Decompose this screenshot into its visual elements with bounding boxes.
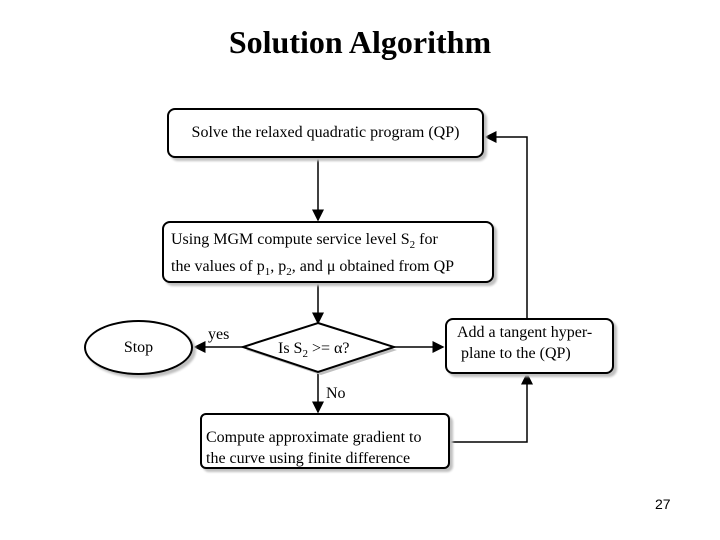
gradient-text-line2: the curve using finite difference xyxy=(206,450,411,467)
decision-text: Is S2 >= α? xyxy=(278,340,350,361)
edge-label-no: No xyxy=(326,385,346,402)
arrow-gradient-to-tangent xyxy=(450,372,533,443)
mgm-compute-box: Using MGM compute service level S2 for t… xyxy=(162,221,494,283)
arrow-tangent-to-qp xyxy=(484,131,528,318)
edge-label-yes: yes xyxy=(208,326,230,343)
page-title: Solution Algorithm xyxy=(228,24,492,60)
solve-qp-text: Solve the relaxed quadratic program (QP) xyxy=(191,124,460,141)
gradient-text-line1: Compute approximate gradient to xyxy=(206,429,422,446)
stop-text: Stop xyxy=(123,338,154,356)
mgm-text-line1: Using MGM compute service level S2 for xyxy=(171,231,438,252)
page-number: 27 xyxy=(655,496,671,512)
tangent-text-line2: plane to the (QP) xyxy=(461,345,571,362)
tangent-hyperplane-box: Add a tangent hyper- plane to the (QP) xyxy=(445,318,614,374)
solve-qp-box: Solve the relaxed quadratic program (QP) xyxy=(167,108,484,158)
gradient-box: Compute approximate gradient to the curv… xyxy=(200,413,450,469)
mgm-text-line2: the values of p1, p2, and μ obtained fro… xyxy=(171,258,455,279)
tangent-text-line1: Add a tangent hyper- xyxy=(457,324,593,341)
stop-node: Stop xyxy=(84,320,193,375)
